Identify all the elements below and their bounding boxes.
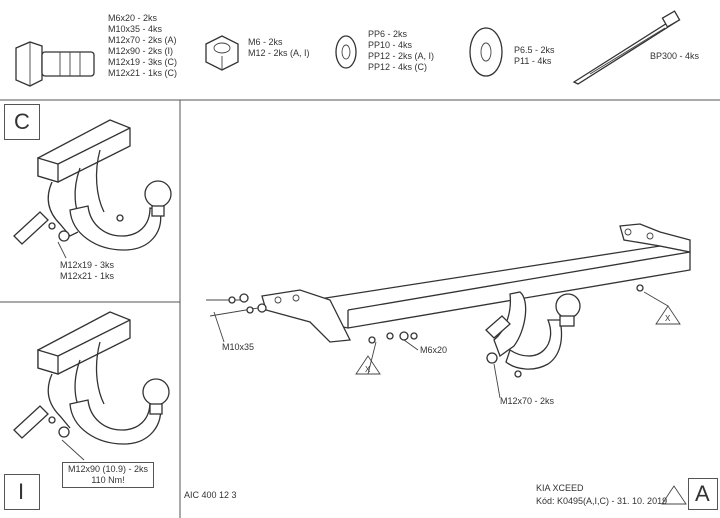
- bolt-list: M6x20 - 2ks M10x35 - 4ks M12x70 - 2ks (A…: [108, 13, 177, 79]
- bolt-list-item: M10x35 - 4ks: [108, 24, 163, 34]
- bolt-list-item: M12x19 - 3ks (C): [108, 57, 178, 67]
- nut-icon: [205, 35, 239, 71]
- label-m6x20: M6x20: [420, 345, 448, 355]
- bolt-list-item: M12x21 - 1ks (C): [108, 68, 178, 78]
- bolt-list-item: M12x90 - 2ks (I): [108, 46, 174, 56]
- tie-list-item: BP300 - 4ks: [650, 51, 700, 61]
- panel-i-drawing: [13, 311, 170, 461]
- washer-list-item: PP10 - 4ks: [368, 40, 413, 50]
- bolt-list-item: M6x20 - 2ks: [108, 13, 158, 23]
- document-code: Kód: K0495(A,I,C) - 31. 10. 2019: [536, 496, 668, 506]
- x-marker-left: X: [365, 365, 371, 374]
- washer-list-item: PP12 - 2ks (A, I): [368, 51, 435, 61]
- nut-list: M6 - 2ks M12 - 2ks (A, I): [248, 37, 310, 59]
- panel-c-label: M12x19 - 3ks: [60, 260, 115, 270]
- washer-list-item: PP6 - 2ks: [368, 29, 408, 39]
- panel-letter-c: C: [14, 109, 30, 134]
- product-code: AIC 400 12 3: [184, 490, 237, 500]
- nut-list-item: M12 - 2ks (A, I): [248, 48, 310, 58]
- big-washer-list: P6.5 - 2ks P11 - 4ks: [514, 45, 555, 67]
- letter-box-i: I: [4, 474, 40, 510]
- bolt-icon: [15, 41, 95, 87]
- torque-bolt-spec: M12x90 (10.9) - 2ks: [67, 464, 149, 474]
- torque-value: 110 Nm!: [91, 475, 125, 485]
- washer-icon: [335, 35, 357, 69]
- label-m10x35: M10x35: [222, 342, 255, 352]
- label-m12x70: M12x70 - 2ks: [500, 396, 555, 406]
- letter-box-a: A: [688, 478, 718, 510]
- letter-box-c: C: [4, 104, 40, 140]
- washer-list: PP6 - 2ks PP10 - 4ks PP12 - 2ks (A, I) P…: [368, 29, 434, 73]
- bolt-list-item: M12x70 - 2ks (A): [108, 35, 177, 45]
- big-washer-icon: [469, 27, 503, 77]
- panel-a-drawing: [206, 223, 691, 505]
- tie-list: BP300 - 4ks: [650, 51, 699, 62]
- panel-c-drawing: [13, 119, 172, 259]
- panel-c-bolt-labels: M12x19 - 3ks M12x21 - 1ks: [60, 260, 114, 282]
- panel-letter-a: A: [695, 481, 710, 506]
- x-marker-right: X: [665, 314, 671, 323]
- big-washer-list-item: P6.5 - 2ks: [514, 45, 555, 55]
- big-washer-list-item: P11 - 4ks: [514, 56, 552, 66]
- panel-c-label: M12x21 - 1ks: [60, 271, 115, 281]
- cable-tie-icon: [572, 10, 681, 85]
- panel-letter-i: I: [18, 479, 25, 504]
- washer-list-item: PP12 - 4ks (C): [368, 62, 428, 72]
- nut-list-item: M6 - 2ks: [248, 37, 283, 47]
- torque-note: M12x90 (10.9) - 2ks 110 Nm!: [62, 462, 154, 488]
- vehicle-model: KIA XCEED: [536, 483, 584, 493]
